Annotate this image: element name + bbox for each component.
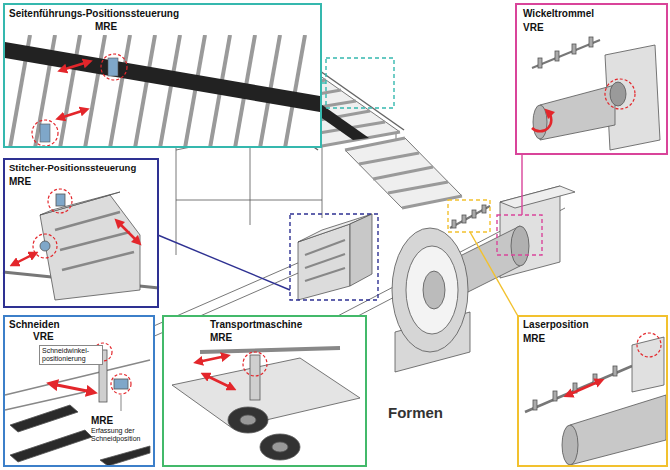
text-slot: MRE [91,415,113,427]
panel-text: VRE [33,331,54,343]
text-slot: VRE [33,331,54,343]
panel-heading: Seitenführungs-Positionssteuerung [9,8,179,20]
text-slot: MRE [523,333,545,345]
panel-text: MRE [91,415,113,427]
text-slot: Formen [388,404,443,421]
panel-text: MRE [210,332,232,344]
panel-text: MRE [95,21,117,33]
section-label: Formen [388,404,443,421]
drum-detail [532,37,660,150]
callout-panel: Seitenführungs-PositionssteuerungMRE [3,3,322,148]
text-slot: Stitcher-Positionssteuerung [9,163,136,174]
panel-text: Erfassung der Schneidposition [91,427,153,443]
panel-text: VRE [523,22,544,34]
callout-panel: LaserpositionMRE [517,315,668,467]
text-slot: MRE [9,176,31,188]
text-slot: MRE [210,332,232,344]
panel-heading: Laserposition [523,319,589,331]
text-slot: Schneiden [9,319,60,331]
transport-detail [172,348,360,460]
stitcher-detail [3,192,159,300]
panel-text: MRE [9,176,31,188]
text-slot: MRE [95,21,117,33]
callout-panel: Stitcher-PositionssteuerungMRE [3,158,159,308]
panel-heading: Stitcher-Positionssteuerung [9,163,136,174]
zoom-marker [290,58,542,300]
text-slot: Schneidwinkel-positionierung [39,345,103,365]
callout-panel: TransportmaschineMRE [162,315,367,467]
text-slot: Transportmaschine [210,319,302,331]
text-slot: Wickeltrommel [523,8,594,20]
callout-panel: SchneidenVRE Schneidwinkel-positionierung… [3,315,155,467]
panel-heading: Schneiden [9,319,60,331]
panel-text: Schneidwinkel-positionierung [39,345,103,365]
text-slot: Seitenführungs-Positionssteuerung [9,8,179,20]
text-slot: Laserposition [523,319,589,331]
text-slot: Erfassung der Schneidposition [91,427,153,443]
panel-text: MRE [523,333,545,345]
roller-detail [5,35,320,146]
text-slot: VRE [523,22,544,34]
panel-heading: Wickeltrommel [523,8,594,20]
callout-panel: WickeltrommelVRE [515,3,668,155]
panel-heading: Transportmaschine [210,319,302,331]
cutter-detail [5,350,150,466]
